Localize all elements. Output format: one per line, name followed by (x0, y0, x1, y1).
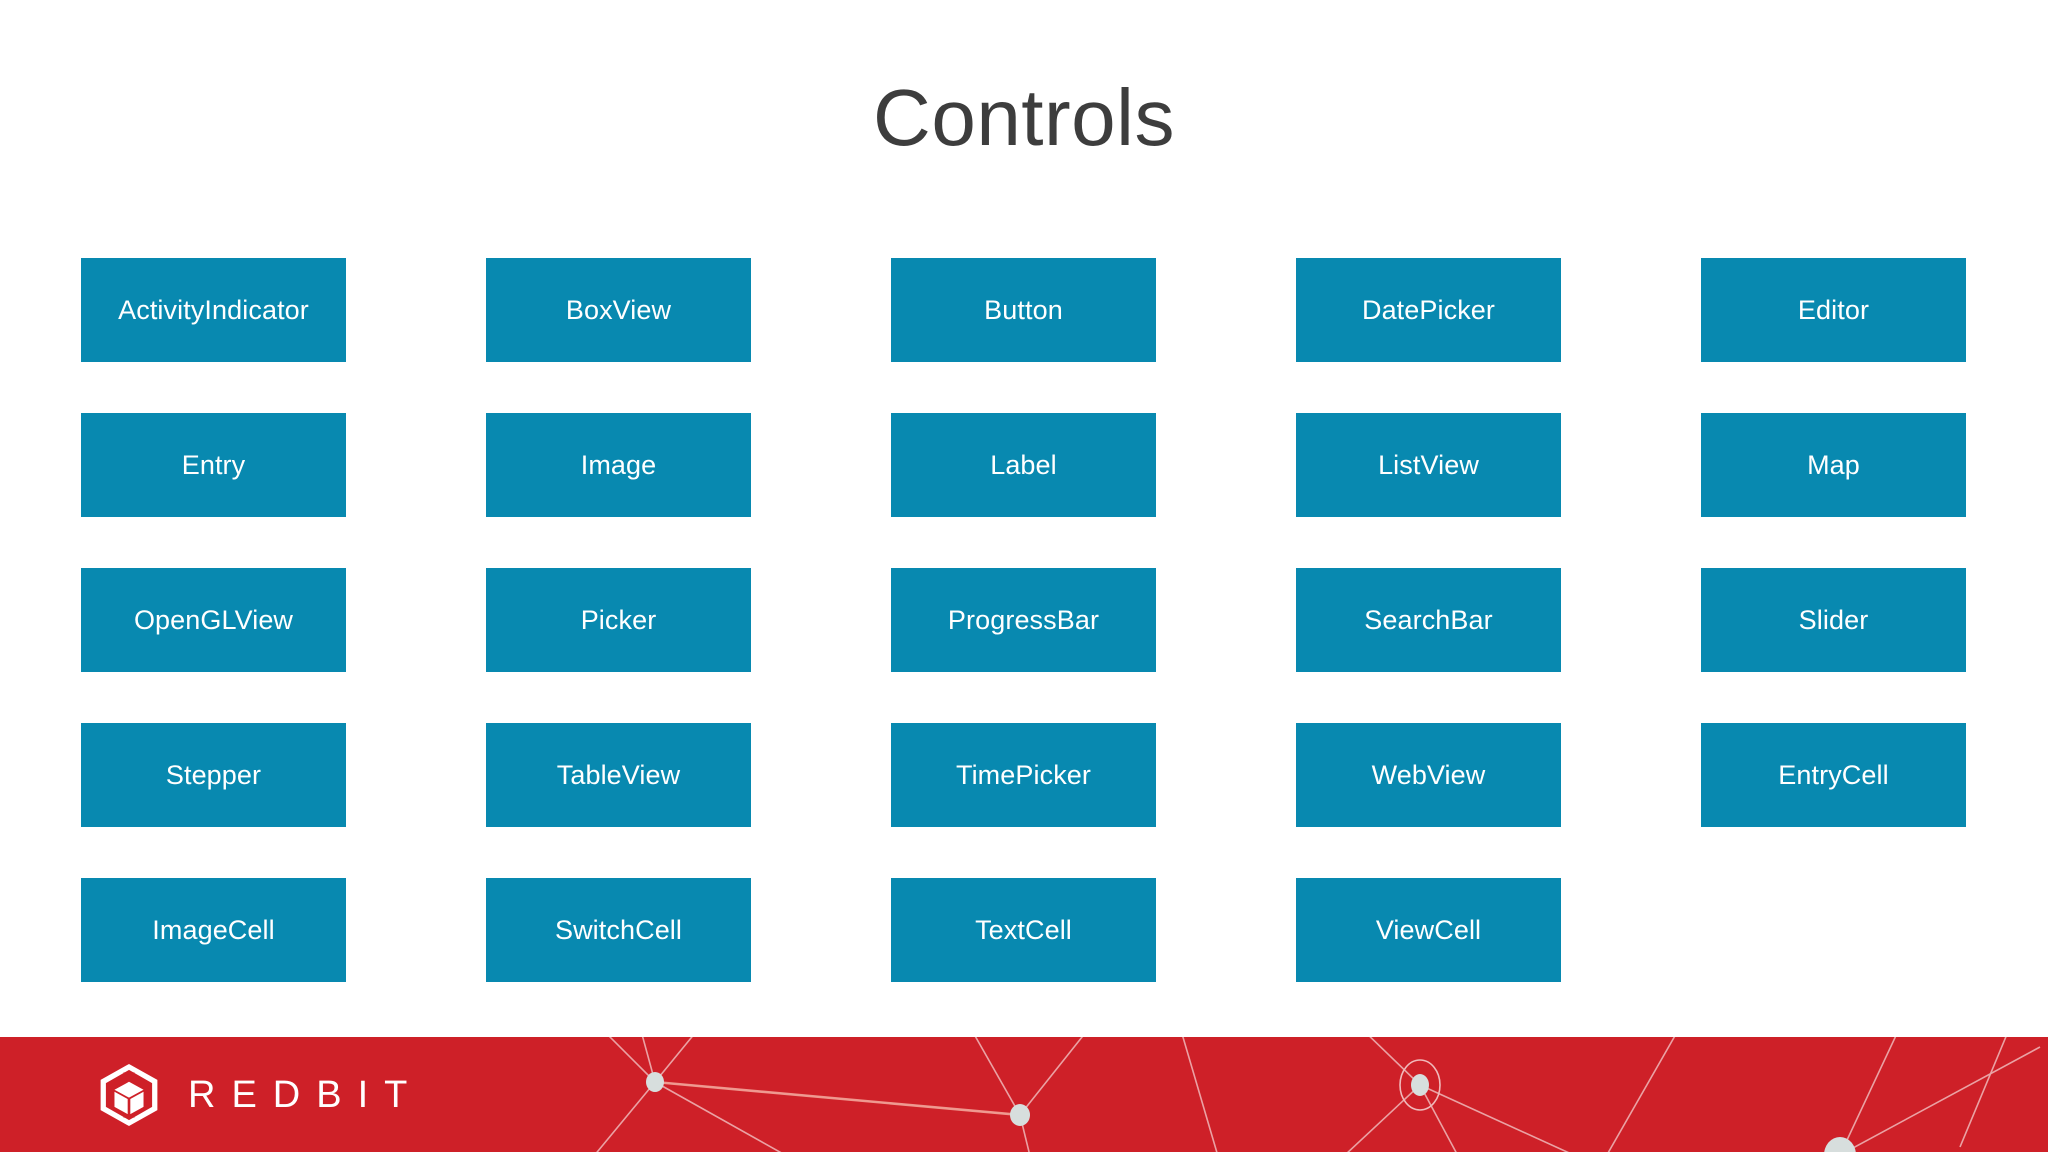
control-chip[interactable]: Picker (486, 568, 751, 672)
control-chip[interactable]: OpenGLView (81, 568, 346, 672)
brand-lockup: REDBIT (96, 1062, 423, 1128)
control-chip[interactable]: Entry (81, 413, 346, 517)
control-chip[interactable]: Slider (1701, 568, 1966, 672)
control-chip-label: Entry (181, 449, 246, 480)
control-chip-label: TableView (556, 759, 681, 790)
control-chip[interactable]: Stepper (81, 723, 346, 827)
control-chip-label: TextCell (975, 914, 1072, 945)
page-title: Controls (873, 73, 1175, 162)
control-chip-label: Image (580, 449, 657, 480)
control-chip-label: OpenGLView (133, 604, 294, 635)
redbit-hexagon-cube-logo-icon (100, 1063, 158, 1126)
control-chip[interactable]: TextCell (891, 878, 1156, 982)
control-chip-label: BoxView (565, 294, 672, 325)
control-chip-label: Label (990, 449, 1057, 480)
control-chip[interactable]: Editor (1701, 258, 1966, 362)
control-chip[interactable]: BoxView (486, 258, 751, 362)
control-chip-label: ProgressBar (947, 604, 1100, 635)
control-chip-label: TimePicker (955, 759, 1091, 790)
control-chip-label: Map (1807, 449, 1860, 480)
control-chip[interactable]: DatePicker (1296, 258, 1561, 362)
control-chip[interactable]: Label (891, 413, 1156, 517)
control-chip[interactable]: ProgressBar (891, 568, 1156, 672)
control-chip[interactable]: ListView (1296, 413, 1561, 517)
control-chip-label: Picker (580, 604, 657, 635)
control-chip-label: EntryCell (1778, 759, 1889, 790)
control-chip-label: DatePicker (1361, 294, 1496, 325)
control-chip[interactable]: ActivityIndicator (81, 258, 346, 362)
control-chip-label: ListView (1378, 449, 1479, 480)
control-chip-label: ImageCell (152, 914, 275, 945)
control-chip[interactable]: ViewCell (1296, 878, 1561, 982)
control-chip[interactable]: TableView (486, 723, 751, 827)
control-chip-label: Stepper (165, 759, 262, 790)
control-chip-label: SearchBar (1364, 604, 1493, 635)
controls-grid: ActivityIndicator BoxView Button DatePic… (81, 258, 1968, 982)
control-chip[interactable]: SearchBar (1296, 568, 1561, 672)
control-chip-label: SwitchCell (554, 914, 683, 945)
control-chip[interactable]: ImageCell (81, 878, 346, 982)
control-chip[interactable]: Image (486, 413, 751, 517)
control-chip-label: Button (984, 294, 1063, 325)
control-chip[interactable]: EntryCell (1701, 723, 1966, 827)
control-chip-label: ViewCell (1375, 914, 1482, 945)
network-constellation-icon (596, 1037, 2041, 1152)
footer-banner: REDBIT (0, 1037, 2048, 1152)
control-chip[interactable]: TimePicker (891, 723, 1156, 827)
control-chip[interactable]: SwitchCell (486, 878, 751, 982)
control-chip-label: Slider (1798, 604, 1869, 635)
control-chip-label: WebView (1371, 759, 1486, 790)
control-chip-label: ActivityIndicator (118, 294, 309, 325)
control-chip[interactable]: Button (891, 258, 1156, 362)
control-chip[interactable]: Map (1701, 413, 1966, 517)
control-chip-label: Editor (1797, 294, 1870, 325)
control-chip[interactable]: WebView (1296, 723, 1561, 827)
brand-name: REDBIT (188, 1073, 424, 1116)
